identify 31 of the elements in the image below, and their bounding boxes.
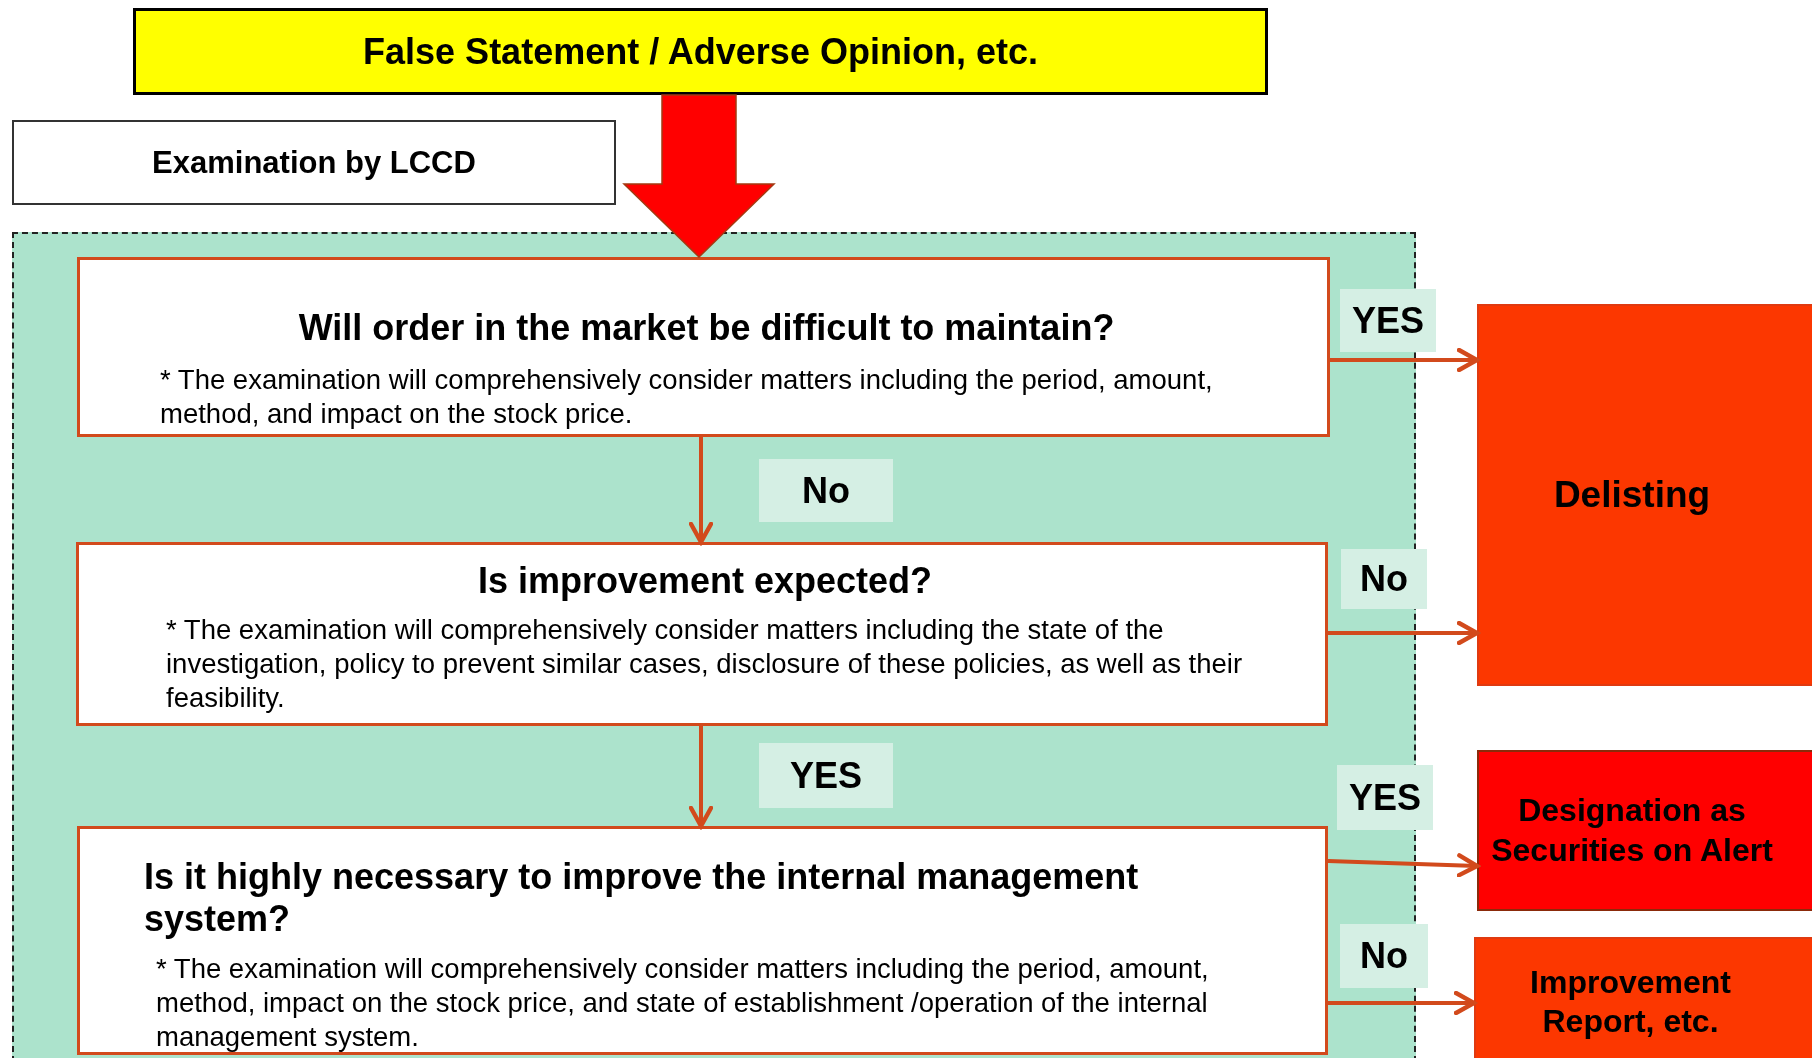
outcome-text: Delisting	[1552, 473, 1712, 518]
note-text: * The examination will comprehensively consider matters including the state of the investigation, policy to prevent similar cases, disclosure of these policies, as well as their feasibility.	[166, 613, 1244, 715]
question-box	[76, 542, 1328, 726]
section-heading: Examination by LCCD	[12, 120, 616, 205]
edge-label: No	[1341, 549, 1427, 609]
edge-label: YES	[1337, 765, 1433, 830]
arrow	[1327, 853, 1480, 878]
edge-label: No	[1340, 924, 1428, 988]
arrow	[1330, 347, 1480, 373]
edge-label: No	[759, 459, 893, 522]
arrow	[1328, 620, 1480, 646]
title-banner	[133, 8, 1268, 95]
question-box	[77, 826, 1328, 1055]
question-title: Is it highly necessary to improve the internal management system?	[144, 856, 1140, 940]
question-box	[77, 257, 1330, 437]
arrow	[1328, 990, 1477, 1016]
arrow	[688, 437, 714, 545]
block-arrow	[622, 94, 776, 259]
question-title: Will order in the market be difficult to maintain?	[297, 307, 1116, 349]
outcome-box	[1477, 304, 1812, 686]
arrow	[688, 726, 714, 829]
note-text: * The examination will comprehensively consider matters including the period, amount, method, and impact on the stock price.	[160, 363, 1214, 431]
banner-title: False Statement / Adverse Opinion, etc.	[363, 30, 1038, 73]
outcome-box	[1474, 937, 1812, 1058]
edge-label: YES	[759, 743, 893, 808]
outcome-text: Improvement Report, etc.	[1529, 962, 1732, 1041]
outcome-box	[1477, 750, 1812, 911]
note-text: * The examination will comprehensively consider matters including the period, amount, method, impact on the stock price, and state of establishment /operation of the internal management system.	[156, 952, 1210, 1054]
question-title: Is improvement expected?	[476, 560, 934, 602]
edge-label: YES	[1340, 289, 1436, 352]
outcome-text: Designation as Securities on Alert	[1490, 791, 1774, 870]
